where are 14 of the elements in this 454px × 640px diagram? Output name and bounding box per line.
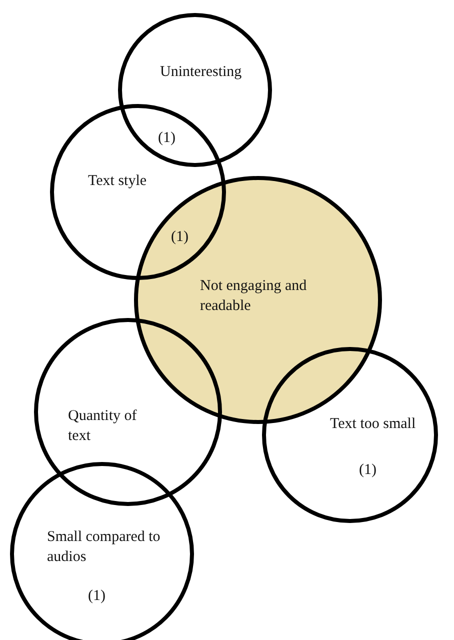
venn-circle (34, 318, 222, 506)
count-label: (1) (171, 228, 188, 247)
count-label: (1) (158, 129, 176, 148)
venn-circle (262, 347, 438, 523)
circle-label: Small compared to audios (47, 528, 162, 567)
circle-label: Not engaging and readable (200, 277, 308, 316)
circle-label: Text too small (330, 415, 416, 434)
venn-circle (118, 13, 272, 167)
circle-label: Uninteresting (160, 63, 242, 82)
circle-label: Quantity of text (68, 407, 138, 446)
venn-circle (50, 104, 226, 280)
circle-label: Text style (88, 172, 147, 191)
count-label: (1) (88, 587, 106, 606)
count-label: (1) (359, 461, 376, 480)
